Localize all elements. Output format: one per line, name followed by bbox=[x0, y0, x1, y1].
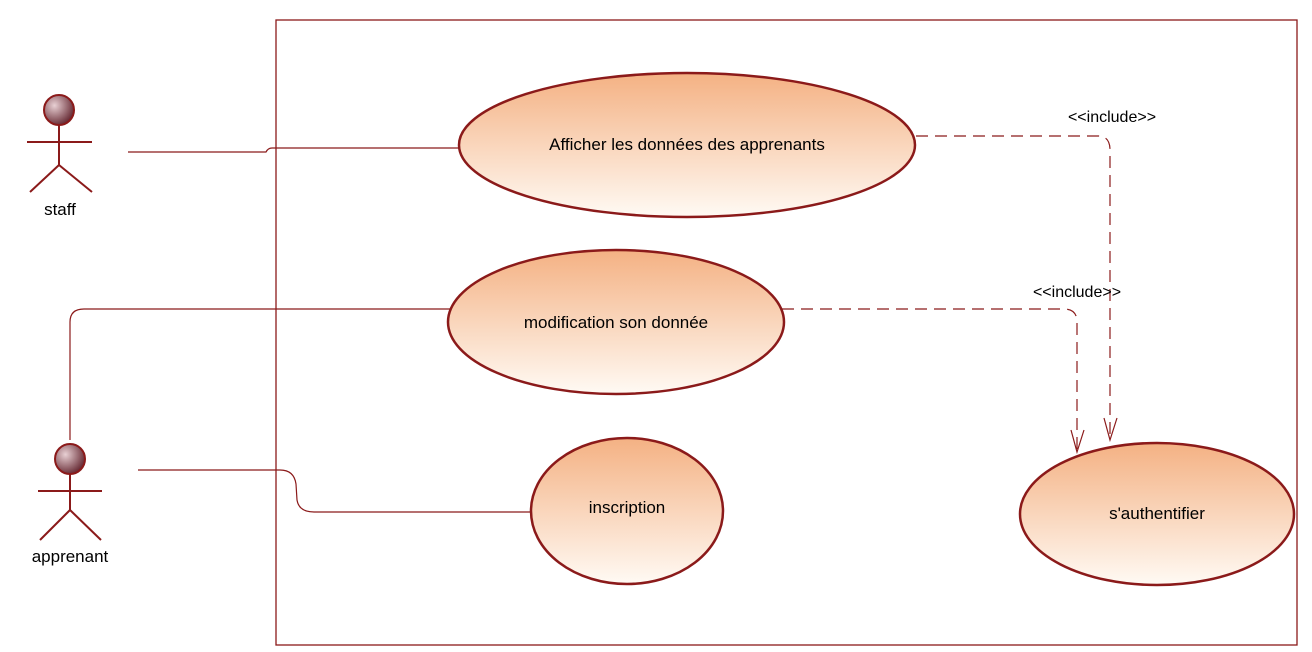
actor-apprenant-leg-right bbox=[69, 509, 102, 541]
use-case-authentifier-label: s'authentifier bbox=[1109, 504, 1205, 523]
use-case-modification[interactable]: modification son donnée bbox=[446, 248, 786, 396]
actor-staff[interactable]: staff bbox=[27, 94, 93, 219]
include-afficher-line bbox=[916, 135, 1111, 440]
use-case-afficher-shape bbox=[457, 71, 917, 219]
use-case-inscription-shape bbox=[529, 436, 725, 586]
include-modification-line bbox=[782, 308, 1078, 452]
include-afficher-label: <<include>> bbox=[1068, 109, 1156, 126]
include-modification-authentifier[interactable]: <<include>> bbox=[782, 284, 1121, 455]
actor-apprenant-leg-left bbox=[39, 509, 71, 541]
actor-staff-leg-left bbox=[29, 164, 60, 193]
use-case-inscription-label: inscription bbox=[589, 498, 666, 517]
actor-staff-label: staff bbox=[44, 200, 76, 219]
include-modification-arrowhead bbox=[1070, 429, 1085, 455]
actor-apprenant-label: apprenant bbox=[32, 547, 109, 566]
use-case-afficher[interactable]: Afficher les données des apprenants bbox=[457, 71, 917, 219]
use-case-afficher-label: Afficher les données des apprenants bbox=[549, 135, 825, 154]
actor-apprenant[interactable]: apprenant bbox=[32, 443, 109, 566]
use-case-authentifier[interactable]: s'authentifier bbox=[1018, 441, 1296, 587]
association-staff-afficher[interactable] bbox=[128, 147, 459, 153]
actor-staff-head bbox=[43, 94, 75, 126]
association-apprenant-modification[interactable] bbox=[69, 308, 450, 440]
actor-apprenant-head bbox=[54, 443, 86, 475]
association-apprenant-inscription[interactable] bbox=[138, 469, 532, 513]
use-case-modification-label: modification son donnée bbox=[524, 313, 708, 332]
use-case-authentifier-shape bbox=[1018, 441, 1296, 587]
use-case-modification-shape bbox=[446, 248, 786, 396]
include-modification-label: <<include>> bbox=[1033, 284, 1121, 301]
include-afficher-authentifier[interactable]: <<include>> bbox=[916, 109, 1156, 443]
system-boundary bbox=[275, 19, 1298, 646]
actor-staff-leg-right bbox=[58, 164, 93, 193]
use-case-inscription[interactable]: inscription bbox=[529, 436, 725, 586]
include-afficher-arrowhead bbox=[1103, 417, 1118, 443]
